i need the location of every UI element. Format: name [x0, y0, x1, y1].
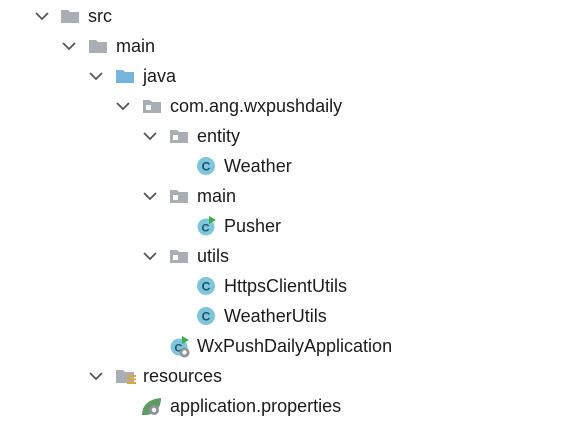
svg-text:C: C	[175, 343, 183, 355]
package-icon	[169, 246, 189, 266]
tree-node-label: utils	[197, 246, 230, 266]
tree-node-java[interactable]: java	[0, 61, 562, 91]
svg-text:C: C	[202, 223, 210, 235]
chevron-down-icon[interactable]	[88, 68, 104, 84]
tree-node-label: com.ang.wxpushdaily	[170, 96, 343, 116]
svg-text:C: C	[202, 280, 211, 294]
tree-node-weather-class[interactable]: C Weather	[0, 151, 562, 181]
package-icon	[142, 96, 162, 116]
tree-node-main[interactable]: main	[0, 31, 562, 61]
chevron-down-icon[interactable]	[88, 368, 104, 384]
tree-node-label: main	[116, 36, 156, 56]
svg-text:C: C	[202, 160, 211, 174]
class-icon: C	[196, 276, 216, 296]
tree-node-label: WeatherUtils	[224, 306, 327, 326]
class-icon: C	[196, 156, 216, 176]
chevron-down-icon[interactable]	[142, 188, 158, 204]
tree-node-pusher-class[interactable]: C Pusher	[0, 211, 562, 241]
runnable-class-icon: C	[196, 216, 216, 236]
folder-icon	[60, 6, 80, 26]
tree-node-entity[interactable]: entity	[0, 121, 562, 151]
tree-node-resources[interactable]: resources	[0, 361, 562, 391]
class-icon: C	[196, 306, 216, 326]
tree-node-label: java	[143, 66, 177, 86]
tree-node-label: entity	[197, 126, 241, 146]
resources-root-folder-icon	[115, 366, 136, 386]
tree-node-src[interactable]: src	[0, 1, 562, 31]
tree-node-weatherutils-class[interactable]: C WeatherUtils	[0, 301, 562, 331]
tree-node-label: Weather	[224, 156, 292, 176]
spring-boot-application-icon: C	[169, 336, 190, 358]
chevron-down-icon[interactable]	[61, 38, 77, 54]
tree-node-application-properties[interactable]: application.properties	[0, 391, 562, 421]
chevron-down-icon[interactable]	[142, 128, 158, 144]
tree-node-label: WxPushDailyApplication	[197, 336, 393, 356]
tree-node-main-package[interactable]: main	[0, 181, 562, 211]
package-icon	[169, 126, 189, 146]
chevron-down-icon[interactable]	[115, 98, 131, 114]
spring-properties-icon	[140, 396, 161, 416]
tree-node-label: application.properties	[170, 396, 342, 416]
package-icon	[169, 186, 189, 206]
svg-text:C: C	[202, 310, 211, 324]
tree-node-utils[interactable]: utils	[0, 241, 562, 271]
source-root-folder-icon	[115, 66, 135, 86]
chevron-down-icon[interactable]	[142, 248, 158, 264]
tree-node-label: resources	[143, 366, 223, 386]
tree-node-label: Pusher	[224, 216, 282, 236]
tree-node-label: src	[88, 6, 112, 26]
tree-node-label: HttpsClientUtils	[224, 276, 348, 296]
chevron-down-icon[interactable]	[34, 8, 50, 24]
tree-node-label: main	[197, 186, 237, 206]
folder-icon	[88, 36, 108, 56]
tree-node-wxpushdailyapplication-class[interactable]: C WxPushDailyApplication	[0, 331, 562, 361]
tree-node-package-root[interactable]: com.ang.wxpushdaily	[0, 91, 562, 121]
tree-node-httpsclientutils-class[interactable]: C HttpsClientUtils	[0, 271, 562, 301]
